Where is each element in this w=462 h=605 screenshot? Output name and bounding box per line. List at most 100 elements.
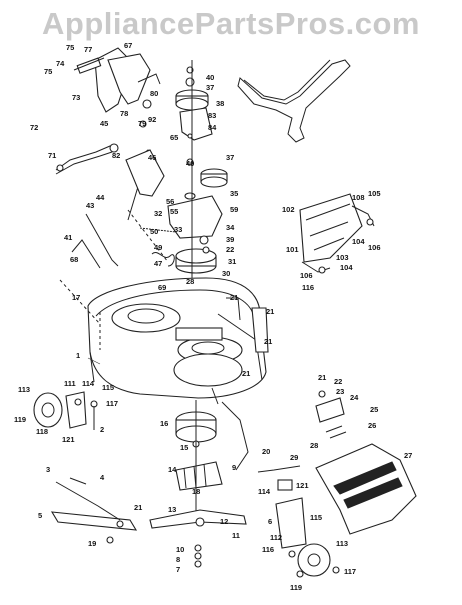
callout-label: 7 (176, 565, 180, 574)
callout-label: 114 (258, 487, 271, 496)
callout-labels: 75 77 67 74 75 73 78 80 79 92 72 71 82 4… (14, 41, 412, 592)
callout-label: 21 (230, 293, 238, 302)
callout-label: 121 (62, 435, 75, 444)
callout-label: 78 (120, 109, 128, 118)
callout-label: 55 (170, 207, 178, 216)
callout-label: 23 (336, 387, 344, 396)
callout-label: 84 (208, 123, 217, 132)
callout-label: 72 (30, 123, 38, 132)
callout-label: 5 (38, 511, 42, 520)
callout-label: 14 (168, 465, 177, 474)
callout-label: 44 (96, 193, 105, 202)
callout-label: 19 (88, 539, 96, 548)
reference-lines (59, 209, 169, 350)
callout-label: 117 (344, 567, 356, 576)
callout-label: 39 (226, 235, 234, 244)
callout-label: 82 (112, 151, 120, 160)
spindle-assembly (149, 400, 247, 568)
idler-arm (71, 149, 177, 269)
callout-label: 15 (180, 443, 188, 452)
callout-label: 40 (206, 73, 214, 82)
callout-label: 111 (64, 379, 76, 388)
callout-label: 83 (208, 111, 216, 120)
callout-label: 21 (318, 373, 326, 382)
callout-label: 102 (282, 205, 295, 214)
belt (237, 59, 351, 143)
callout-label: 115 (102, 383, 114, 392)
callout-label: 106 (300, 271, 313, 280)
callout-label: 13 (168, 505, 176, 514)
callout-label: 103 (336, 253, 349, 262)
callout-label: 37 (226, 153, 234, 162)
callout-label: 112 (270, 533, 282, 542)
callout-label: 30 (222, 269, 230, 278)
callout-label: 38 (216, 99, 224, 108)
callout-label: 104 (352, 237, 365, 246)
callout-label: 75 (66, 43, 74, 52)
callout-label: 21 (134, 503, 142, 512)
callout-label: 65 (170, 133, 178, 142)
callout-label: 114 (82, 379, 95, 388)
callout-label: 47 (154, 259, 162, 268)
callout-label: 73 (72, 93, 80, 102)
callout-label: 119 (290, 583, 302, 592)
callout-label: 118 (36, 427, 48, 436)
callout-label: 28 (186, 277, 194, 286)
callout-label: 116 (262, 545, 274, 554)
callout-label: 11 (232, 531, 240, 540)
callout-label: 68 (70, 255, 78, 264)
mower-deck (87, 277, 269, 399)
callout-label: 10 (176, 545, 184, 554)
callout-label: 3 (46, 465, 50, 474)
callout-label: 106 (368, 243, 381, 252)
callout-label: 77 (84, 45, 92, 54)
callout-label: 28 (310, 441, 318, 450)
callout-label: 35 (230, 189, 238, 198)
callout-label: 20 (262, 447, 270, 456)
callout-label: 12 (220, 517, 228, 526)
deflector (299, 193, 375, 274)
callout-label: 22 (334, 377, 342, 386)
callout-label: 9 (232, 463, 236, 472)
callout-label: 26 (368, 421, 376, 430)
callout-label: 46 (148, 153, 156, 162)
callout-label: 50 (150, 227, 158, 236)
callout-label: 80 (150, 89, 158, 98)
callout-label: 21 (266, 307, 274, 316)
callout-label: 115 (310, 513, 322, 522)
callout-label: 2 (100, 425, 104, 434)
callout-label: 71 (48, 151, 56, 160)
watermark: AppliancePartsPros.com (42, 6, 420, 41)
callout-label: 116 (302, 283, 314, 292)
pulley-stack-top (175, 60, 213, 150)
bracket-assembly (73, 47, 161, 128)
callout-label: 21 (264, 337, 272, 346)
callout-label: 75 (44, 67, 52, 76)
callout-label: 40 (186, 159, 194, 168)
callout-label: 92 (148, 115, 156, 124)
callout-label: 121 (296, 481, 309, 490)
callout-label: 69 (158, 283, 166, 292)
callout-label: 17 (72, 293, 80, 302)
callout-label: 67 (124, 41, 132, 50)
pulley-stack-mid (167, 150, 228, 300)
callout-label: 41 (64, 233, 72, 242)
callout-label: 24 (350, 393, 359, 402)
callout-label: 119 (14, 415, 26, 424)
callout-label: 27 (404, 451, 412, 460)
callout-label: 22 (226, 245, 234, 254)
callout-label: 18 (192, 487, 200, 496)
callout-label: 45 (100, 119, 108, 128)
gauge-wheel-left (33, 391, 98, 430)
callout-label: 8 (176, 555, 180, 564)
callout-label: 79 (138, 119, 146, 128)
callout-label: 33 (174, 225, 182, 234)
callout-label: 34 (226, 223, 235, 232)
callout-label: 59 (230, 205, 238, 214)
callout-label: 16 (160, 419, 168, 428)
front-bar (50, 477, 138, 544)
callout-label: 37 (206, 83, 214, 92)
callout-label: 105 (368, 189, 381, 198)
